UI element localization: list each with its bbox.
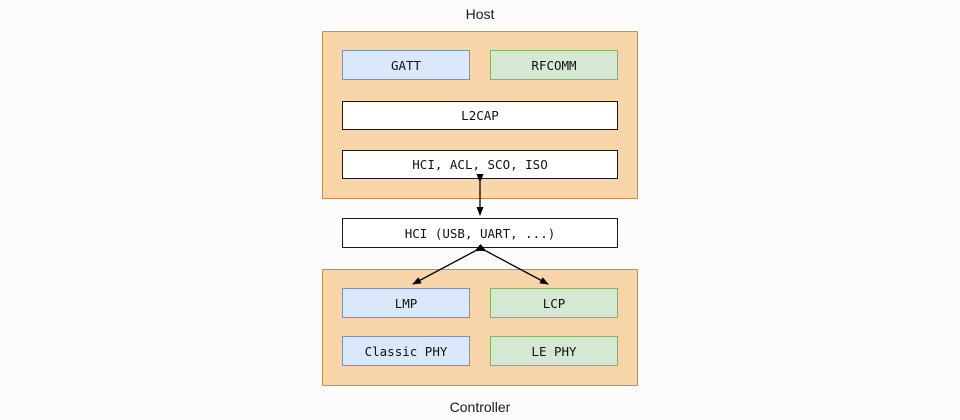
rfcomm-label: RFCOMM	[531, 57, 577, 73]
lmp-label: LMP	[394, 295, 418, 311]
gatt-label: GATT	[390, 57, 422, 73]
lcp-label: LCP	[542, 295, 566, 311]
le-phy-label: LE PHY	[531, 343, 577, 359]
classic-phy-box: Classic PHY	[342, 336, 470, 366]
lmp-box: LMP	[342, 288, 470, 318]
l2cap-box: L2CAP	[342, 101, 618, 130]
rfcomm-box: RFCOMM	[490, 50, 618, 80]
hci-acl-sco-iso-label: HCI, ACL, SCO, ISO	[412, 157, 548, 172]
host-container: GATT RFCOMM L2CAP HCI, ACL, SCO, ISO	[322, 31, 638, 199]
l2cap-label: L2CAP	[461, 108, 499, 123]
hci-transport-label: HCI (USB, UART, ...)	[404, 225, 556, 241]
controller-container: LMP LCP Classic PHY LE PHY	[322, 269, 638, 386]
lcp-box: LCP	[490, 288, 618, 318]
gatt-box: GATT	[342, 50, 470, 80]
classic-phy-label: Classic PHY	[364, 343, 448, 359]
host-caption: Host	[465, 6, 495, 22]
hci-acl-sco-iso-box: HCI, ACL, SCO, ISO	[342, 150, 618, 179]
le-phy-box: LE PHY	[490, 336, 618, 366]
controller-caption: Controller	[449, 399, 511, 415]
hci-transport-box: HCI (USB, UART, ...)	[342, 218, 618, 248]
